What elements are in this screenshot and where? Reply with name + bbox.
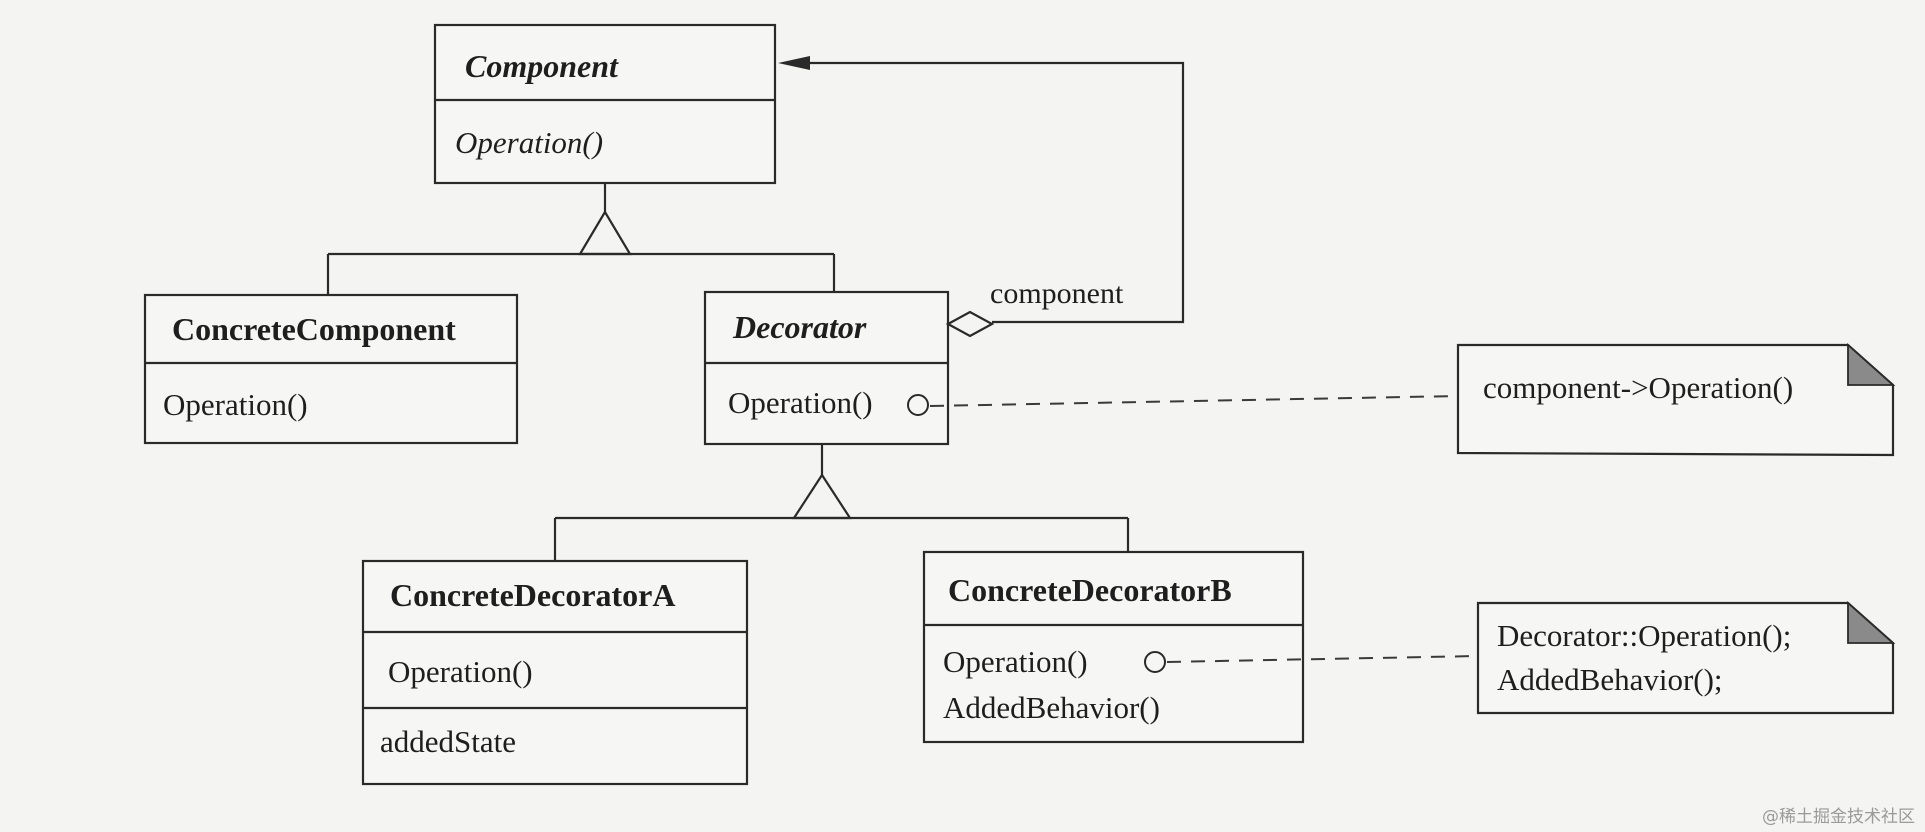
note-decorator-b-line-2: AddedBehavior(); (1497, 662, 1723, 697)
class-concrete-decorator-b[interactable]: ConcreteDecoratorB Operation() AddedBeha… (922, 550, 1305, 744)
class-concrete-decorator-b-operation-1: Operation() (943, 644, 1088, 679)
association-arrowhead (778, 56, 810, 70)
note-decorator-text: component->Operation() (1483, 370, 1793, 405)
class-concrete-decorator-b-box (922, 550, 1305, 744)
note-decorator-fold (1847, 342, 1896, 386)
class-concrete-component-operation: Operation() (163, 387, 308, 422)
class-component-box (433, 23, 777, 185)
class-concrete-decorator-b-name: ConcreteDecoratorB (948, 572, 1232, 608)
class-component-operation: Operation() (455, 125, 603, 160)
generalization-triangle-component (578, 209, 632, 256)
class-concrete-component-name: ConcreteComponent (172, 311, 456, 347)
class-decorator[interactable]: Decorator Operation() (703, 290, 950, 446)
note-decorator-b[interactable]: Decorator::Operation(); AddedBehavior(); (1166, 600, 1896, 715)
class-concrete-decorator-a-operation: Operation() (388, 654, 533, 689)
association-role-label: component (990, 277, 1124, 310)
aggregation-component: component (778, 56, 1185, 338)
decorator-b-note-anchor (1144, 651, 1166, 673)
class-decorator-name: Decorator (732, 309, 867, 345)
class-concrete-decorator-a-attribute: addedState (380, 724, 516, 759)
class-decorator-operation: Operation() (728, 385, 873, 420)
note-decorator-b-box (1476, 601, 1895, 715)
class-concrete-decorator-a-box (361, 559, 749, 786)
watermark: @稀土掘金技术社区 (1762, 807, 1915, 827)
class-concrete-decorator-a[interactable]: ConcreteDecoratorA Operation() addedStat… (361, 559, 749, 786)
generalization-triangle-decorator (791, 472, 853, 520)
decorator-note-anchor (907, 394, 929, 416)
class-component[interactable]: Component Operation() (433, 23, 777, 185)
note-decorator-b-line-1: Decorator::Operation(); (1497, 618, 1791, 653)
aggregation-diamond (945, 310, 995, 338)
inheritance-decorator (553, 444, 1130, 561)
class-concrete-decorator-a-name: ConcreteDecoratorA (390, 577, 675, 613)
class-decorator-box (703, 290, 950, 446)
note-decorator-b-fold (1847, 600, 1896, 644)
class-concrete-decorator-b-operation-2: AddedBehavior() (943, 690, 1160, 725)
class-component-name: Component (465, 48, 619, 84)
note-decorator[interactable]: component->Operation() (929, 342, 1896, 457)
note-decorator-b-connector (1166, 655, 1479, 663)
class-concrete-component-box (143, 293, 519, 445)
class-concrete-component[interactable]: ConcreteComponent Operation() (143, 293, 519, 445)
inheritance-component (326, 183, 836, 295)
note-decorator-box (1456, 343, 1895, 457)
note-decorator-connector (929, 395, 1459, 407)
